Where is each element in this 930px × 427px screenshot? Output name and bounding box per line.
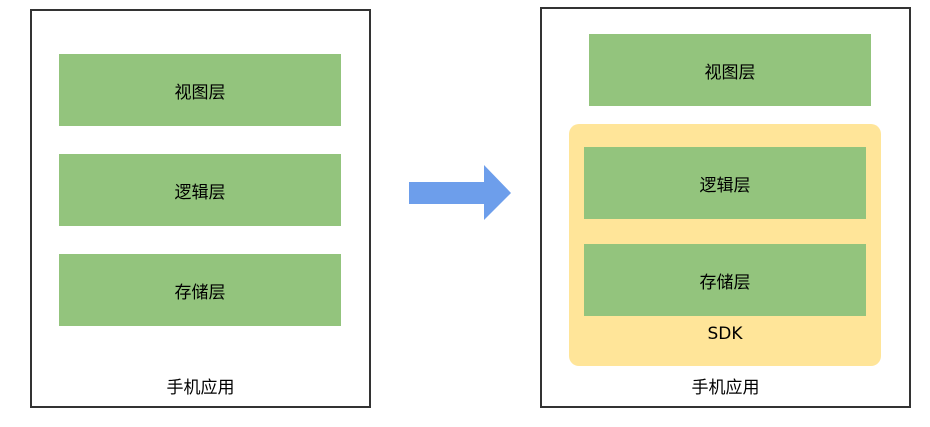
storage-layer-before: 存储层 — [59, 254, 341, 326]
view-layer-after: 视图层 — [589, 34, 871, 106]
logic-layer-label: 逻辑层 — [174, 182, 226, 203]
logic-layer-before: 逻辑层 — [59, 154, 341, 226]
logic-layer-label-after: 逻辑层 — [699, 175, 751, 196]
storage-layer-after: 存储层 — [584, 244, 866, 316]
right-arrow-shape — [409, 165, 511, 220]
phone-app-caption-after: 手机应用 — [691, 378, 760, 398]
storage-layer-label-after: 存储层 — [699, 272, 751, 293]
view-layer-label: 视图层 — [174, 82, 226, 103]
sdk-label: SDK — [707, 324, 743, 344]
storage-layer-label: 存储层 — [174, 282, 226, 303]
logic-layer-after: 逻辑层 — [584, 147, 866, 219]
view-layer-label-after: 视图层 — [704, 62, 756, 83]
view-layer-before: 视图层 — [59, 54, 341, 126]
phone-app-caption-before: 手机应用 — [166, 378, 235, 398]
right-arrow-icon — [409, 165, 511, 220]
